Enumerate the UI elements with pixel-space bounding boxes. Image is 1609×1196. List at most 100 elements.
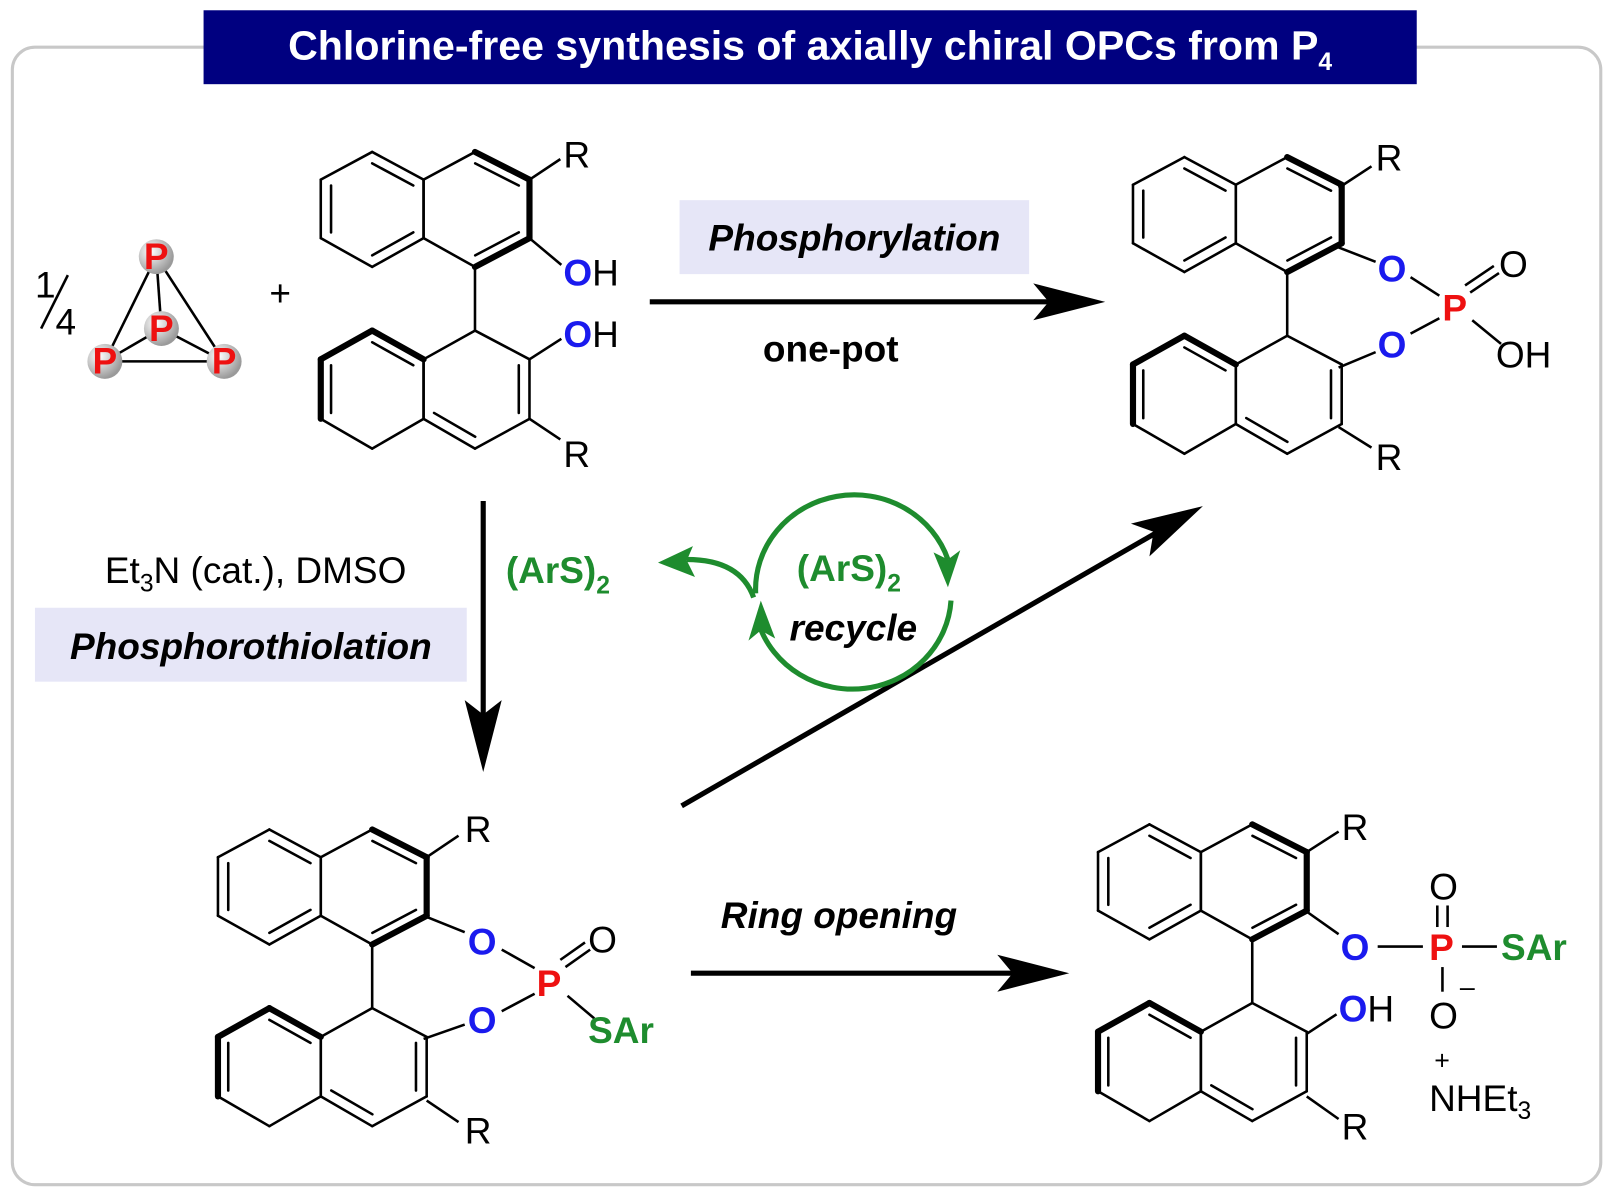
bond	[370, 417, 425, 450]
bond	[1181, 332, 1239, 368]
diagonal-arrow	[680, 524, 1169, 809]
bond	[1183, 422, 1238, 456]
disulfide-label: (ArS)2	[506, 550, 610, 599]
bond	[1199, 823, 1254, 854]
reaction-arrows	[464, 283, 1203, 992]
bond	[1148, 1013, 1192, 1040]
title-subscript: 4	[1318, 49, 1332, 76]
conditions-label: Et3N (cat.), DMSO	[105, 550, 407, 597]
bond	[268, 908, 312, 935]
bond	[319, 150, 374, 181]
arrowhead	[1130, 506, 1203, 557]
bond	[1148, 903, 1192, 930]
recycle-arrowhead	[933, 550, 961, 588]
recycle-arc-top	[753, 492, 951, 594]
sar-group: SAr	[588, 1010, 654, 1051]
recycle-label: recycle	[790, 608, 918, 649]
bond	[473, 329, 531, 361]
phosphorus-sphere	[138, 239, 174, 275]
plus-charge: +	[1434, 1046, 1450, 1076]
phosphorus-atom: P	[212, 341, 237, 382]
bond	[1250, 1090, 1309, 1123]
arrowhead	[1033, 283, 1106, 321]
bond	[1234, 422, 1289, 456]
binaphthyl-skeletons	[214, 148, 1345, 1128]
bond	[268, 839, 312, 865]
o-atom: O	[468, 922, 497, 963]
o-atom: O	[1429, 866, 1458, 907]
p-atom: P	[1442, 287, 1467, 328]
bond	[471, 235, 533, 270]
bond	[1183, 167, 1227, 192]
bond	[471, 148, 533, 183]
bond	[1210, 1084, 1254, 1111]
binaphthyl	[1094, 821, 1310, 1123]
bond	[1096, 823, 1151, 854]
r-label: R	[465, 1111, 492, 1152]
bond	[422, 417, 477, 450]
bond	[319, 417, 374, 450]
bond	[1199, 909, 1254, 941]
bond	[319, 1095, 374, 1128]
bond	[1234, 242, 1289, 274]
bond	[432, 411, 477, 439]
bond	[369, 327, 427, 363]
bond	[473, 162, 521, 187]
bond	[1148, 1090, 1203, 1123]
bond	[1094, 999, 1153, 1035]
bond	[1183, 242, 1238, 274]
phosphoric-acid-product: R O O P O OH R	[1337, 137, 1551, 478]
bond	[1234, 334, 1289, 366]
recycle-arrowhead	[748, 600, 776, 641]
bond	[369, 912, 430, 948]
plus-sign: +	[269, 273, 291, 314]
o-atom: O	[468, 1000, 497, 1041]
phosphorothiolation-highlight	[34, 607, 467, 682]
phosphorylation-label: Phosphorylation	[708, 218, 1000, 259]
bond	[329, 1089, 374, 1116]
bond	[1234, 155, 1289, 187]
bond	[1131, 422, 1186, 456]
ring-opening-label: Ring opening	[721, 895, 957, 936]
bond	[1148, 823, 1203, 854]
bond	[1249, 907, 1310, 943]
recycle-cycle: (ArS)2 recycle	[657, 492, 961, 692]
fraction-denominator: 4	[56, 302, 77, 343]
bond	[1244, 416, 1289, 444]
bond	[371, 839, 418, 865]
bond	[370, 162, 415, 187]
bond	[422, 236, 477, 269]
bond	[317, 327, 376, 363]
bond	[319, 828, 374, 859]
bond	[268, 914, 323, 946]
o-atom: O	[588, 920, 617, 961]
bond	[422, 150, 477, 181]
bond	[268, 1018, 312, 1045]
p-atom: P	[537, 963, 562, 1004]
minus-charge: –	[1460, 972, 1475, 1002]
bond	[1131, 242, 1186, 274]
triethylammonium: NHEt3	[1429, 1078, 1531, 1125]
o-atom: O	[1499, 244, 1528, 285]
o-atom: O	[1341, 927, 1370, 968]
bond	[216, 828, 271, 859]
release-arrow	[686, 556, 757, 599]
bond	[370, 236, 425, 269]
p-atom: P	[1429, 927, 1454, 968]
bond	[1146, 999, 1204, 1035]
bond	[1251, 834, 1298, 860]
r-label: R	[563, 134, 590, 175]
bond	[1286, 236, 1333, 262]
binol-reactant: R OH OH R	[528, 134, 619, 475]
bond	[370, 341, 415, 367]
fraction-numerator: 1	[35, 265, 56, 306]
bond	[473, 231, 521, 257]
oh-label: OH	[1496, 335, 1551, 376]
title-banner: Chlorine-free synthesis of axially chira…	[203, 10, 1417, 85]
bond	[1183, 236, 1227, 262]
bond	[1285, 422, 1343, 456]
recycle-arc-bottom	[756, 600, 954, 692]
phosphorothiolation-label: Phosphorothiolation	[70, 626, 432, 667]
bond	[1148, 834, 1192, 860]
